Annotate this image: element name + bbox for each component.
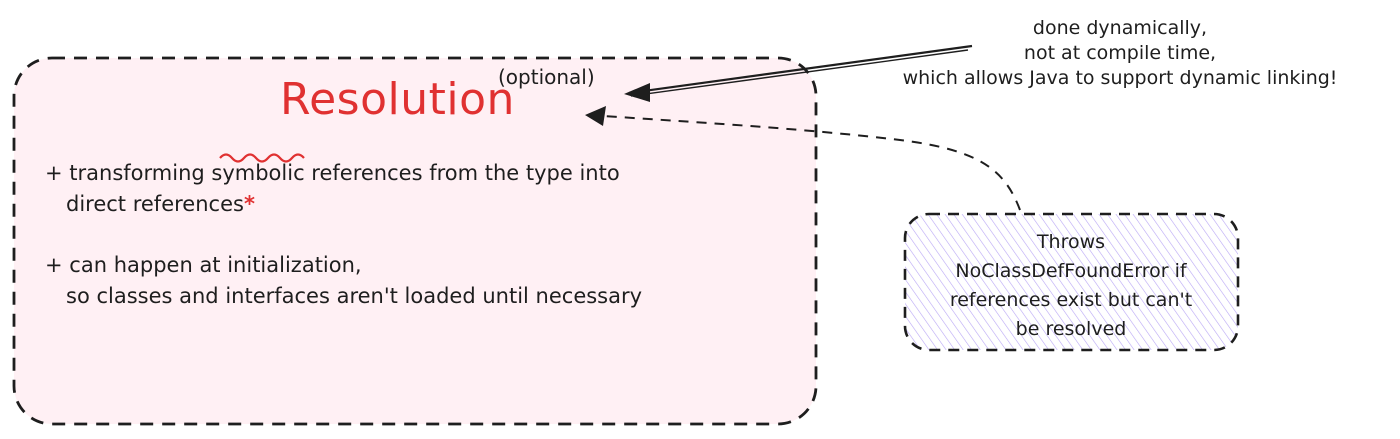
- note-line: done dynamically,: [1032, 17, 1208, 39]
- note-line: which allows Java to support dynamic lin…: [902, 67, 1338, 89]
- bullet-text-before: transforming: [69, 161, 212, 185]
- bullet-text-after: references from the type into: [304, 161, 620, 185]
- bullet-line: so classes and interfaces aren't loaded …: [45, 281, 642, 312]
- resolution-box: [12, 56, 818, 426]
- solid-arrow: [624, 44, 973, 102]
- optional-label: (optional): [498, 65, 595, 89]
- error-line: NoClassDefFoundError if: [955, 260, 1187, 282]
- emphasis-squiggle: [219, 153, 305, 163]
- bullet-line: + can happen at initialization,: [45, 250, 642, 281]
- bullet-text: can happen at initialization,: [69, 253, 362, 277]
- bullet-line: direct references*: [45, 189, 620, 220]
- bullet-symbolic-references: + transforming symbolic references from …: [45, 158, 620, 220]
- bullet-text: direct references: [66, 192, 244, 216]
- bullet-initialization: + can happen at initialization, so class…: [45, 250, 642, 312]
- error-line: be resolved: [1015, 318, 1127, 340]
- dashed-arrow: [585, 106, 1021, 211]
- bullet-marker: +: [45, 253, 63, 277]
- error-line: references exist but can't: [949, 289, 1193, 311]
- asterisk-mark: *: [243, 192, 255, 216]
- bullet-marker: +: [45, 161, 63, 185]
- resolution-title: Resolution: [280, 74, 515, 125]
- bullet-line: + transforming symbolic references from …: [45, 158, 620, 189]
- solid-arrowhead: [624, 83, 650, 102]
- bullet-text: so classes and interfaces aren't loaded …: [66, 284, 643, 308]
- bullet-text-emphasis: symbolic: [211, 161, 305, 185]
- dashed-arrowhead: [585, 106, 606, 126]
- side-note: done dynamically, not at compile time, w…: [860, 16, 1380, 91]
- error-line: Throws: [1036, 231, 1106, 253]
- error-note: Throws NoClassDefFoundError if reference…: [905, 228, 1237, 344]
- note-line: not at compile time,: [1023, 42, 1217, 64]
- error-box: [903, 212, 1240, 352]
